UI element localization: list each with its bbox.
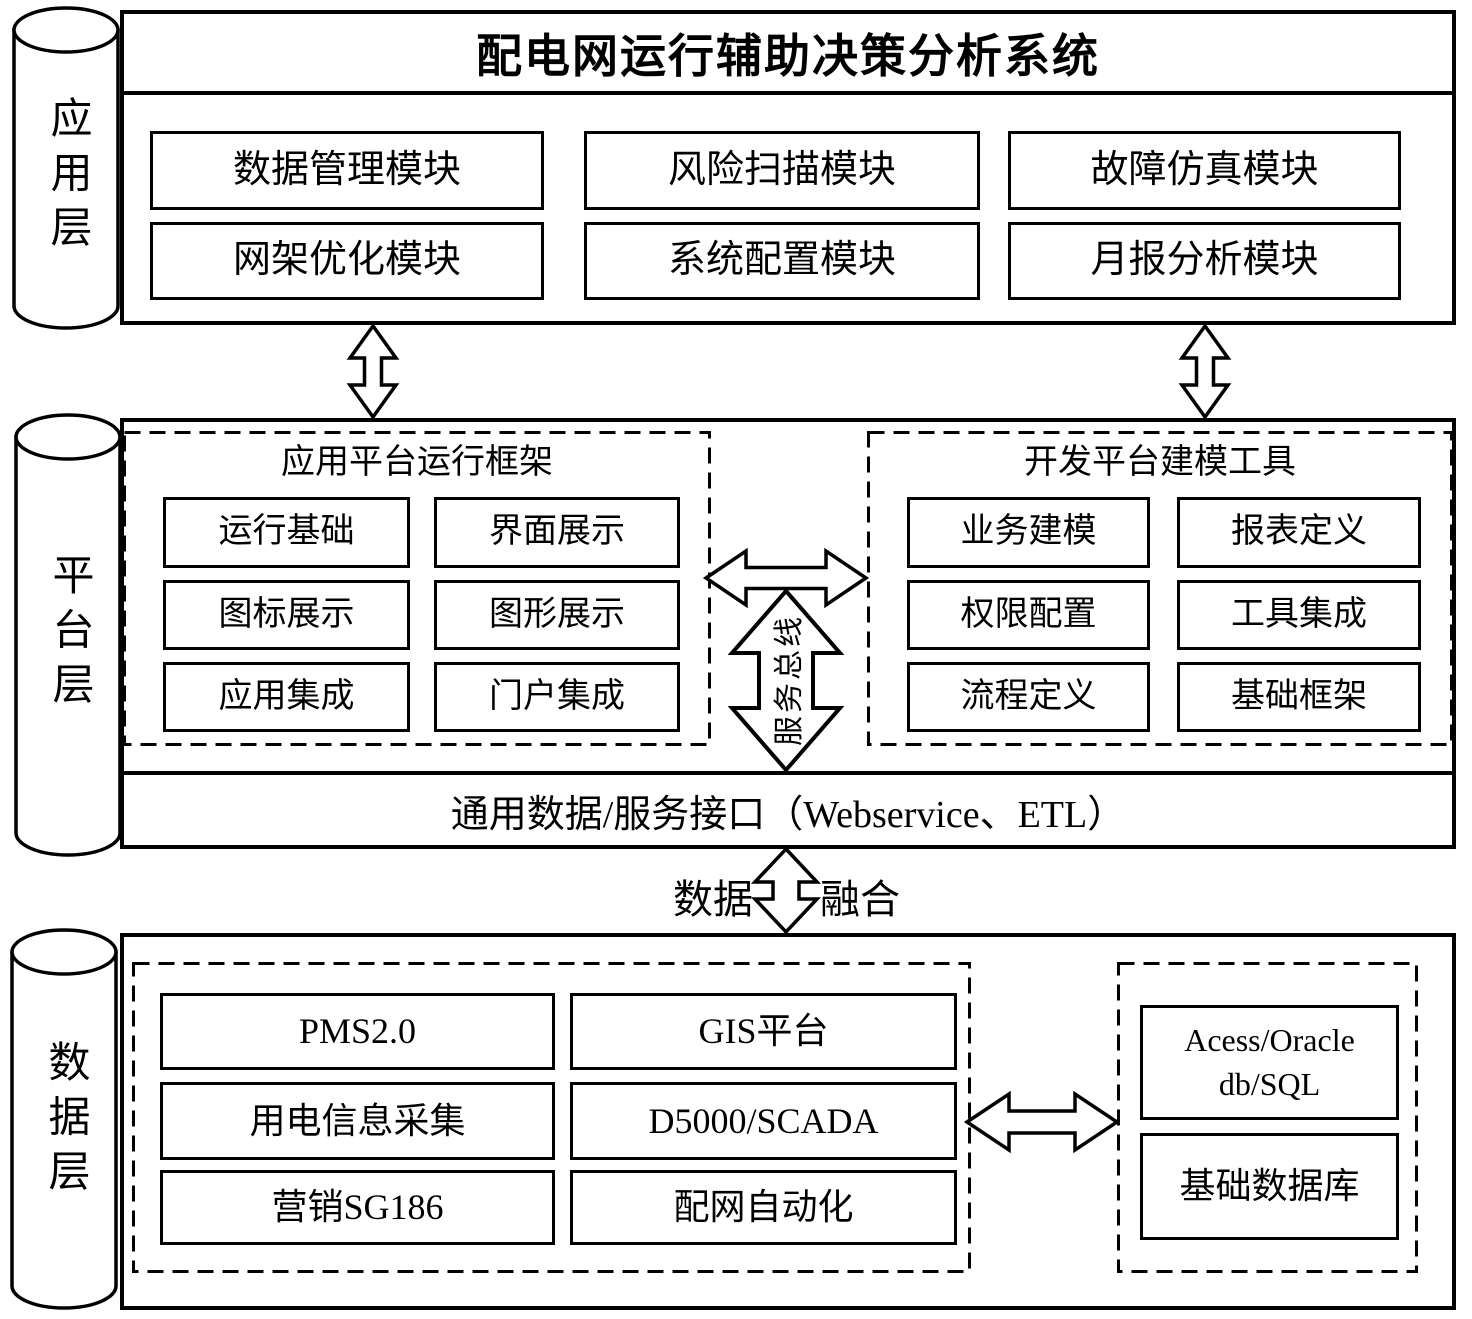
- platform-item-portal-integration: 门户集成: [434, 662, 680, 732]
- application-layer-box: [120, 10, 1456, 325]
- database-access-oracle: Acess/Oracle db/SQL: [1140, 1005, 1399, 1120]
- app-module-data-management: 数据管理模块: [150, 131, 544, 210]
- app-module-grid-optimization: 网架优化模块: [150, 222, 544, 300]
- runtime-framework-title: 应用平台运行框架: [281, 444, 553, 481]
- modeling-tools-title: 开发平台建模工具: [1024, 444, 1296, 481]
- generic-interface-bar: 通用数据/服务接口（Webservice、ETL）: [124, 771, 1452, 845]
- data-layer-label: 数据层: [43, 1040, 90, 1204]
- fusion-label-merge: 融合: [820, 878, 900, 922]
- platform-item-base-framework: 基础框架: [1177, 662, 1421, 732]
- app-module-system-config: 系统配置模块: [584, 222, 980, 300]
- platform-item-runtime-base: 运行基础: [163, 497, 410, 568]
- app-platform-double-arrow-left-icon: [346, 323, 400, 420]
- platform-item-ui-display: 界面展示: [434, 497, 680, 568]
- data-source-pms: PMS2.0: [160, 993, 555, 1070]
- data-source-gis: GIS平台: [570, 993, 957, 1070]
- platform-item-permission-config: 权限配置: [907, 580, 1150, 650]
- platform-layer-box: [120, 418, 1456, 849]
- app-module-fault-simulation: 故障仿真模块: [1008, 131, 1401, 210]
- app-platform-double-arrow-right-icon: [1178, 323, 1232, 420]
- platform-item-tool-integration: 工具集成: [1177, 580, 1421, 650]
- platform-item-process-definition: 流程定义: [907, 662, 1150, 732]
- platform-item-graphic-display: 图形展示: [434, 580, 680, 650]
- data-fusion-double-arrow-icon: [750, 846, 822, 935]
- data-source-marketing-sg186: 营销SG186: [160, 1170, 555, 1245]
- fusion-label-data: 数据: [673, 878, 753, 922]
- service-bus-label: 服务总线: [773, 614, 806, 746]
- service-bus-label-wrap: 服务总线: [746, 600, 826, 760]
- platform-item-report-definition: 报表定义: [1177, 497, 1421, 568]
- system-title: 配电网运行辅助决策分析系统: [124, 14, 1452, 95]
- platform-item-business-modeling: 业务建模: [907, 497, 1150, 568]
- data-source-d5000-scada: D5000/SCADA: [570, 1082, 957, 1160]
- app-module-risk-scan: 风险扫描模块: [584, 131, 980, 210]
- data-source-distribution-automation: 配网自动化: [570, 1170, 957, 1245]
- app-layer-label: 应用层: [45, 96, 92, 260]
- platform-item-icon-display: 图标展示: [163, 580, 410, 650]
- data-source-power-consumption-info: 用电信息采集: [160, 1082, 555, 1160]
- data-layer-box: [120, 933, 1456, 1310]
- platform-item-app-integration: 应用集成: [163, 662, 410, 732]
- database-base: 基础数据库: [1140, 1133, 1399, 1240]
- platform-layer-label: 平台层: [47, 553, 94, 717]
- app-module-monthly-report: 月报分析模块: [1008, 222, 1401, 300]
